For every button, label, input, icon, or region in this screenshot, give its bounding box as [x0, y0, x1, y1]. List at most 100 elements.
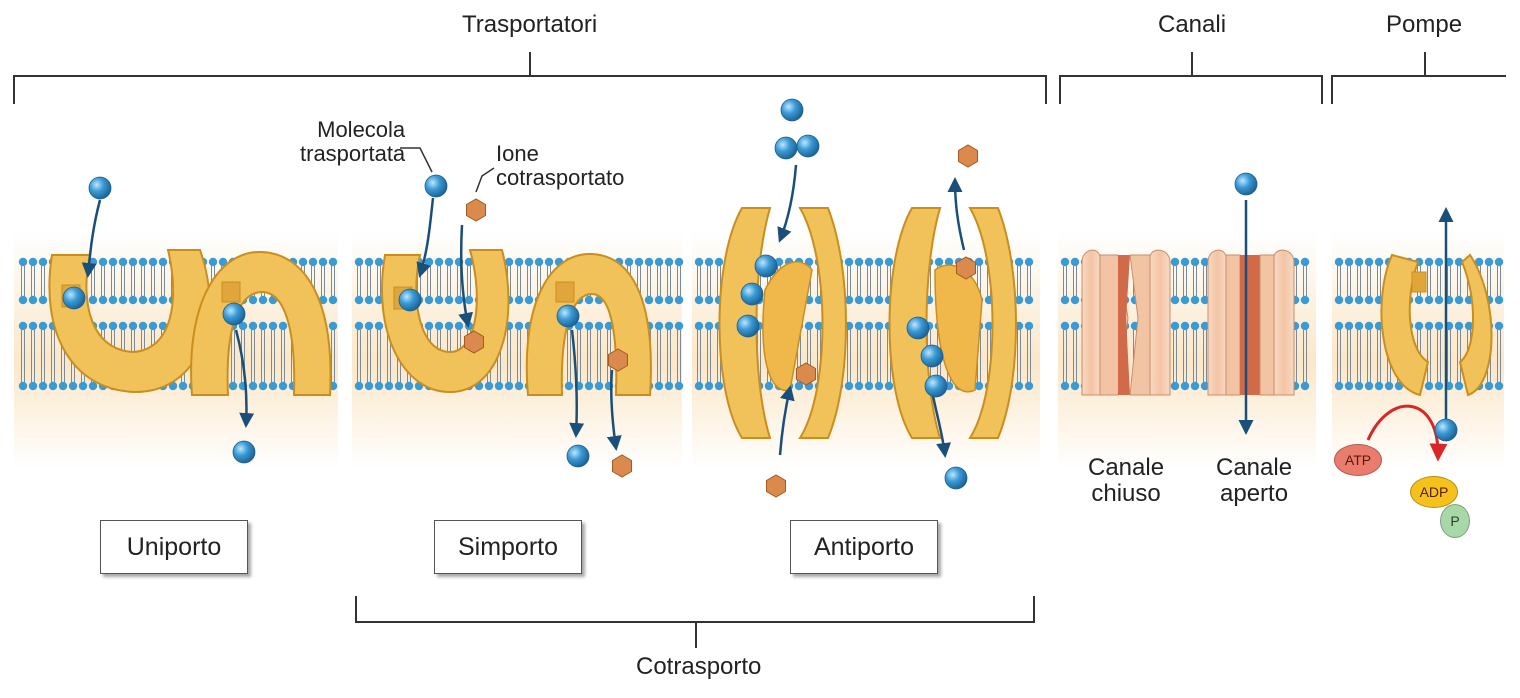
lipid-head: [665, 258, 673, 266]
lipid-head: [1425, 382, 1433, 390]
lipid-head: [705, 322, 713, 330]
lipid-head: [1015, 258, 1023, 266]
lipid-head: [355, 258, 363, 266]
lipid-head: [299, 258, 307, 266]
transported-molecule: [399, 289, 421, 311]
lipid-head: [885, 258, 893, 266]
lipid-head: [1181, 296, 1189, 304]
lipid-head: [525, 296, 533, 304]
lipid-head: [79, 382, 87, 390]
lipid-head: [865, 382, 873, 390]
lipid-head: [975, 258, 983, 266]
lipid-head: [19, 322, 27, 330]
lipid-head: [1061, 258, 1069, 266]
lipid-head: [855, 382, 863, 390]
lipid-head: [355, 296, 363, 304]
lipid-head: [1191, 296, 1199, 304]
lipid-head: [515, 322, 523, 330]
lipid-head: [139, 322, 147, 330]
label-canale-aperto: Canale aperto: [1216, 455, 1292, 508]
lipid-head: [875, 382, 883, 390]
lipid-head: [1015, 382, 1023, 390]
lipid-head: [515, 296, 523, 304]
cotransported-ion: [609, 349, 628, 371]
lipid-head: [1425, 322, 1433, 330]
lipid-head: [365, 382, 373, 390]
lipid-head: [1435, 382, 1443, 390]
lipid-head: [1025, 322, 1033, 330]
lipid-head: [39, 258, 47, 266]
lipid-head: [279, 322, 287, 330]
transported-molecule: [775, 137, 797, 159]
lipid-head: [545, 258, 553, 266]
lipid-head: [1455, 322, 1463, 330]
lipid-head: [29, 322, 37, 330]
cotransported-ion: [957, 257, 976, 279]
lipid-head: [249, 382, 257, 390]
transported-molecule: [567, 445, 589, 467]
lipid-head: [365, 322, 373, 330]
lipid-head: [875, 322, 883, 330]
label-trasportatori: Trasportatori: [462, 12, 597, 38]
lipid-head: [1345, 258, 1353, 266]
lipid-head: [705, 258, 713, 266]
lipid-head: [855, 322, 863, 330]
phosphate-molecule: P: [1440, 504, 1470, 538]
lipid-head: [1301, 296, 1309, 304]
lipid-head: [149, 322, 157, 330]
lipid-head: [1061, 382, 1069, 390]
lipid-head: [655, 322, 663, 330]
lipid-head: [375, 322, 383, 330]
lipid-head: [159, 258, 167, 266]
lipid-head: [19, 258, 27, 266]
lipid-head: [329, 258, 337, 266]
transported-molecule: [63, 287, 85, 309]
lipid-head: [625, 258, 633, 266]
lipid-head: [855, 258, 863, 266]
lipid-head: [249, 322, 257, 330]
ione-line1: Ione: [496, 142, 624, 166]
lipid-head: [1435, 322, 1443, 330]
transported-molecule: [797, 135, 819, 157]
lipid-head: [1355, 382, 1363, 390]
lipid-head: [485, 382, 493, 390]
lipid-head: [375, 382, 383, 390]
lipid-head: [259, 322, 267, 330]
transported-molecule: [89, 177, 111, 199]
lipid-head: [159, 296, 167, 304]
lipid-head: [1071, 296, 1079, 304]
lipid-head: [845, 258, 853, 266]
cotransported-ion: [465, 331, 484, 353]
lipid-head: [1375, 382, 1383, 390]
transported-molecule: [781, 99, 803, 121]
lipid-head: [1375, 258, 1383, 266]
lipid-head: [319, 258, 327, 266]
canale-chiuso-line1: Canale: [1088, 455, 1164, 481]
lipid-head: [249, 296, 257, 304]
lipid-head: [1485, 382, 1493, 390]
lipid-head: [1345, 382, 1353, 390]
lipid-head: [129, 296, 137, 304]
lipid-head: [715, 258, 723, 266]
lipid-head: [109, 322, 117, 330]
atp-molecule: ATP: [1334, 444, 1382, 476]
lipid-head: [585, 296, 593, 304]
ione-line2: cotrasportato: [496, 166, 624, 190]
lipid-head: [935, 258, 943, 266]
label-canali: Canali: [1158, 12, 1226, 38]
lipid-head: [1415, 322, 1423, 330]
lipid-head: [1415, 296, 1423, 304]
cotransported-ion: [797, 363, 816, 385]
lipid-head: [179, 382, 187, 390]
lipid-head: [1301, 258, 1309, 266]
lipid-head: [1335, 322, 1343, 330]
lipid-head: [1071, 382, 1079, 390]
lipid-head: [1385, 382, 1393, 390]
lipid-head: [455, 296, 463, 304]
lipid-head: [229, 382, 237, 390]
lipid-head: [425, 296, 433, 304]
lipid-head: [1061, 296, 1069, 304]
lipid-head: [375, 258, 383, 266]
lipid-head: [1435, 258, 1443, 266]
lipid-head: [1171, 258, 1179, 266]
